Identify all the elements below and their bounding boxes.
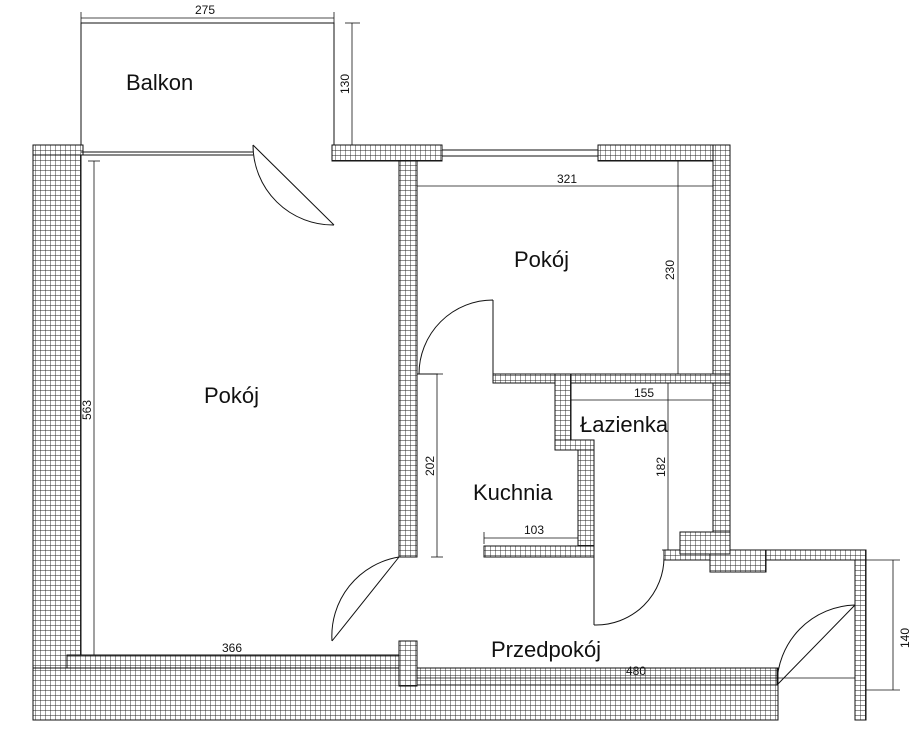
dim-bath-width: 155 [634,386,654,400]
walls [32,144,867,721]
wall-bottom-inner-left [66,654,408,669]
wall-top-mid-right [597,144,731,162]
dim-balkon-depth: 130 [338,74,352,94]
room-kuchnia: Kuchnia [473,480,553,505]
dim-hall-depth: 140 [898,628,912,648]
wall-hall-bottom [406,667,778,686]
wall-small-room-bottom [492,373,731,384]
room-balkon: Balkon [126,70,193,95]
wall-kitchen-bath-top [554,373,572,451]
room-pokoj-small: Pokój [514,247,569,272]
room-pokoj-big: Pokój [204,383,259,408]
dim-big-room-width: 366 [222,641,242,655]
wall-partition-big [398,144,418,558]
dim-hall-length: 480 [626,664,646,678]
room-przedpokoj: Przedpokój [491,637,601,662]
wall-bath-corner [679,531,731,555]
wall-right-lower [854,549,867,721]
dim-kitchen-height: 202 [423,456,437,476]
door-bathroom [593,555,665,626]
wall-kitchen-bath-step [554,439,595,451]
wall-left-outer [32,144,82,721]
door-small-room [418,299,494,375]
doors [252,144,856,686]
room-lazienka: Łazienka [580,412,669,437]
door-big-room [331,556,400,642]
dim-small-room-width: 321 [557,172,577,186]
wall-kitchen-bottom [483,545,595,558]
dim-small-room-depth: 230 [663,260,677,280]
wall-hall-top-block [709,549,767,573]
wall-top-left-stub [32,144,84,156]
wall-kitchen-bath [577,443,595,557]
wall-top-mid-left [331,144,443,162]
dim-balkon-width: 275 [195,3,215,17]
dim-kitchen-width: 103 [524,523,544,537]
wall-right-upper [712,144,731,558]
door-balcony [252,144,335,226]
door-entrance [776,604,856,686]
dim-big-room-height: 563 [80,400,94,420]
dimension-lines [67,12,900,691]
balcony-outline [80,22,335,145]
wall-partition-lower [398,640,418,687]
dim-bath-height: 182 [654,457,668,477]
